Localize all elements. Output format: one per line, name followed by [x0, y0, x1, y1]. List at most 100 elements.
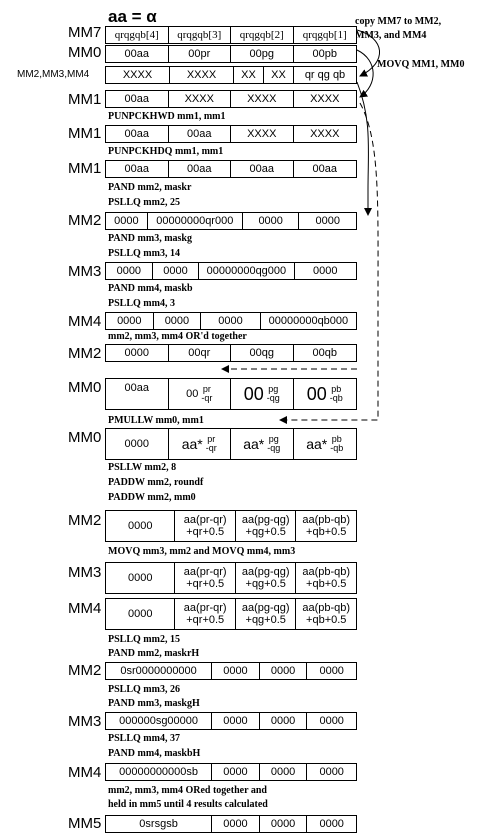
instruction-label: PAND mm4, maskb: [108, 283, 193, 294]
register-cell: aa* pr-qr: [169, 429, 231, 459]
register-box-mm2: 0000 aa(pr-qr)+qr+0.5 aa(pg-qg)+qg+0.5 a…: [105, 510, 357, 542]
register-cell: XXXX: [169, 91, 231, 107]
register-label: MM4: [68, 764, 102, 781]
register-cell: 0000: [260, 816, 308, 832]
register-cell: 0000: [212, 764, 260, 780]
instruction-label: held in mm5 until 4 results calculated: [108, 799, 268, 810]
register-cell: 0000: [106, 213, 148, 229]
copy-note-line2: MM3, and MM4: [355, 30, 427, 41]
register-box-mm3: 0000 0000 00000000qg000 0000: [105, 262, 357, 280]
cell-line: aa(pg-qg): [241, 602, 290, 614]
register-cell: aa* pb-qb: [294, 429, 357, 459]
register-cell: 00pb: [312, 48, 337, 60]
difference-fraction: pg-qg: [267, 385, 280, 403]
register-cell: XXXX: [170, 67, 234, 83]
register-label: MM7: [68, 24, 102, 41]
register-box-mm5: 0srsgsb 0000 0000 0000: [105, 815, 357, 833]
cell-line: +qb+0.5: [306, 526, 347, 538]
register-cell: aa(pg-qg)+qg+0.5: [236, 599, 297, 629]
fraction-bottom: -qb: [330, 443, 344, 453]
register-label: MM2: [68, 345, 102, 362]
cell-line: aa(pb-qb): [302, 514, 351, 526]
register-cell: XXXX: [231, 91, 294, 107]
fraction-top: pb: [331, 434, 342, 444]
cell-line: +qb+0.5: [306, 578, 347, 590]
instruction-label: PSLLQ mm4, 37: [108, 733, 180, 744]
register-cell: 000000sg00000: [106, 713, 213, 729]
instruction-label: PSLLQ mm4, 3: [108, 298, 175, 309]
register-cell: 00000000qr000: [148, 213, 243, 229]
register-cell: aa* pg-qg: [231, 429, 294, 459]
instruction-label: PADDW mm2, roundf: [108, 477, 204, 488]
register-cell: qrqgqb[1]: [302, 29, 347, 41]
register-label: MM1: [68, 125, 102, 142]
register-box-mm1: 00aa 00aa 00aa 00aa: [105, 160, 357, 178]
instruction-label: PSLLQ mm2, 25: [108, 197, 180, 208]
register-cell: XXXX: [106, 67, 170, 83]
fraction-bottom: -qg: [267, 443, 281, 453]
cell-line: +qg+0.5: [245, 526, 286, 538]
register-cell: 0000: [243, 213, 300, 229]
cell-prefix: 00: [306, 383, 327, 404]
register-cell: 0000: [260, 764, 308, 780]
register-cell: aa(pg-qg)+qg+0.5: [236, 511, 297, 541]
fraction-bottom: -qb: [329, 393, 343, 403]
register-cell: 00aa: [106, 161, 169, 177]
register-box-mm1: 00aa 00aa XXXX XXXX: [105, 125, 357, 143]
register-box-mm3: 000000sg00000 0000 0000 0000: [105, 712, 357, 730]
register-label: MM3: [68, 713, 102, 730]
register-box-mm0: 00aa 00pr 00pg 00pb: [105, 45, 357, 63]
register-label: MM1: [68, 160, 102, 177]
difference-fraction: pg-qg: [267, 435, 280, 453]
register-cell: 00 pg-qg: [231, 379, 294, 409]
register-cell: 00qg: [231, 345, 294, 361]
register-cell: 0000: [260, 713, 308, 729]
instruction-label: MOVQ mm3, mm2 and MOVQ mm4, mm3: [108, 546, 296, 557]
copy-note-line1: copy MM7 to MM2,: [355, 16, 442, 27]
register-box-mm4: 0000 aa(pr-qr)+qr+0.5 aa(pg-qg)+qg+0.5 a…: [105, 598, 357, 630]
register-cell: 0000: [319, 665, 344, 677]
cell-line: +qb+0.5: [306, 614, 347, 626]
register-cell: qr qg qb: [304, 69, 346, 81]
register-cell: 00aa: [106, 379, 169, 409]
register-label: MM2: [68, 662, 102, 679]
register-cell: 0srsgsb: [106, 816, 213, 832]
instruction-label: mm2, mm3, mm4 ORed together and: [108, 785, 267, 796]
cell-line: aa(pr-qr): [183, 566, 227, 578]
register-cell: 00qr: [169, 345, 231, 361]
register-cell: qrqgqb[3]: [169, 27, 231, 43]
register-cell: aa(pb-qb)+qb+0.5: [296, 563, 356, 593]
fraction-top: pr: [207, 434, 216, 444]
register-cell: 00aa: [106, 126, 169, 142]
register-cell: aa(pr-qr)+qr+0.5: [175, 563, 236, 593]
difference-fraction: pr-qr: [201, 385, 212, 403]
register-box-mm4: 0000 0000 0000 00000000qb000: [105, 312, 357, 330]
register-cell: 0000: [106, 511, 176, 541]
register-cell: XXXX: [231, 126, 294, 142]
cell-prefix: 00: [243, 383, 264, 404]
register-box-mm4: 00000000000sb 0000 0000 0000: [105, 763, 357, 781]
register-cell: 0000: [106, 345, 169, 361]
cell-line: aa(pb-qb): [302, 566, 351, 578]
register-label: MM0: [68, 44, 102, 61]
cell-line: +qr+0.5: [186, 614, 225, 626]
instruction-label: PADDW mm2, mm0: [108, 492, 196, 503]
register-label: MM2: [68, 512, 102, 529]
register-box-mm3: 0000 aa(pr-qr)+qr+0.5 aa(pg-qg)+qg+0.5 a…: [105, 562, 357, 594]
register-label: MM3: [68, 564, 102, 581]
mm1-dashed-arrow: [279, 102, 379, 424]
register-cell: 0000: [106, 429, 169, 459]
register-cell: 0000: [319, 818, 344, 830]
instruction-label: PSLLQ mm3, 26: [108, 684, 180, 695]
cell-line: aa(pg-qg): [241, 566, 290, 578]
page-title: aa = α: [108, 7, 157, 26]
register-cell: aa(pb-qb)+qb+0.5: [296, 599, 356, 629]
cell-line: aa(pr-qr): [183, 514, 227, 526]
register-cell: 0000: [212, 713, 260, 729]
register-label: MM0: [68, 429, 102, 446]
register-cell: 00000000qb000: [268, 315, 349, 327]
difference-fraction: pr-qr: [206, 435, 217, 453]
register-cell: 00 pr-qr: [169, 379, 231, 409]
instruction-label: PSLLQ mm3, 14: [108, 248, 180, 259]
instruction-label: mm2, mm3, mm4 OR'd together: [108, 331, 247, 342]
